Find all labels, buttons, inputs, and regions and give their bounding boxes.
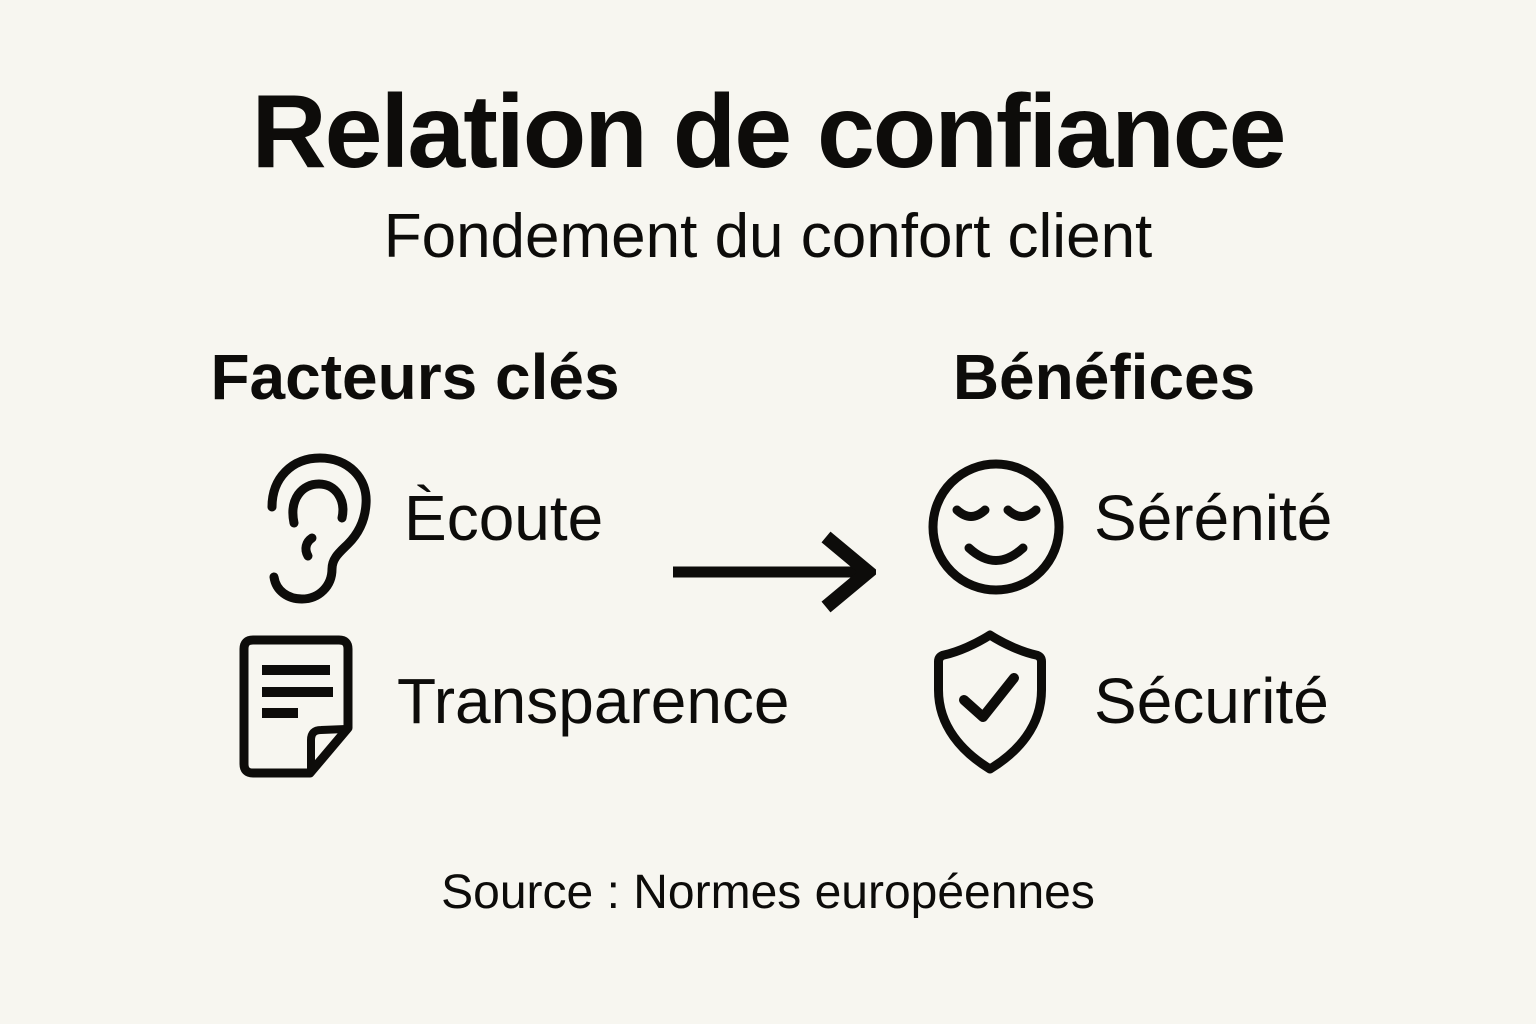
factor-label-transparence: Transparence — [397, 665, 790, 737]
page-title: Relation de confiance — [251, 74, 1287, 190]
ear-icon — [258, 447, 386, 607]
document-icon — [236, 634, 360, 780]
right-arrow-icon — [664, 528, 876, 614]
source-note: Source : Normes européennes — [441, 866, 1095, 919]
shield-check-icon — [926, 628, 1054, 776]
benefit-label-securite: Sécurité — [1094, 665, 1329, 737]
column-heading-factors: Facteurs clés — [210, 341, 620, 413]
factor-label-ecoute: Ècoute — [404, 482, 604, 554]
benefit-label-serenite: Sérénité — [1094, 482, 1333, 554]
column-heading-benefits: Bénéfices — [952, 341, 1256, 413]
calm-face-icon — [924, 452, 1068, 602]
page-subtitle: Fondement du confort client — [383, 202, 1153, 271]
